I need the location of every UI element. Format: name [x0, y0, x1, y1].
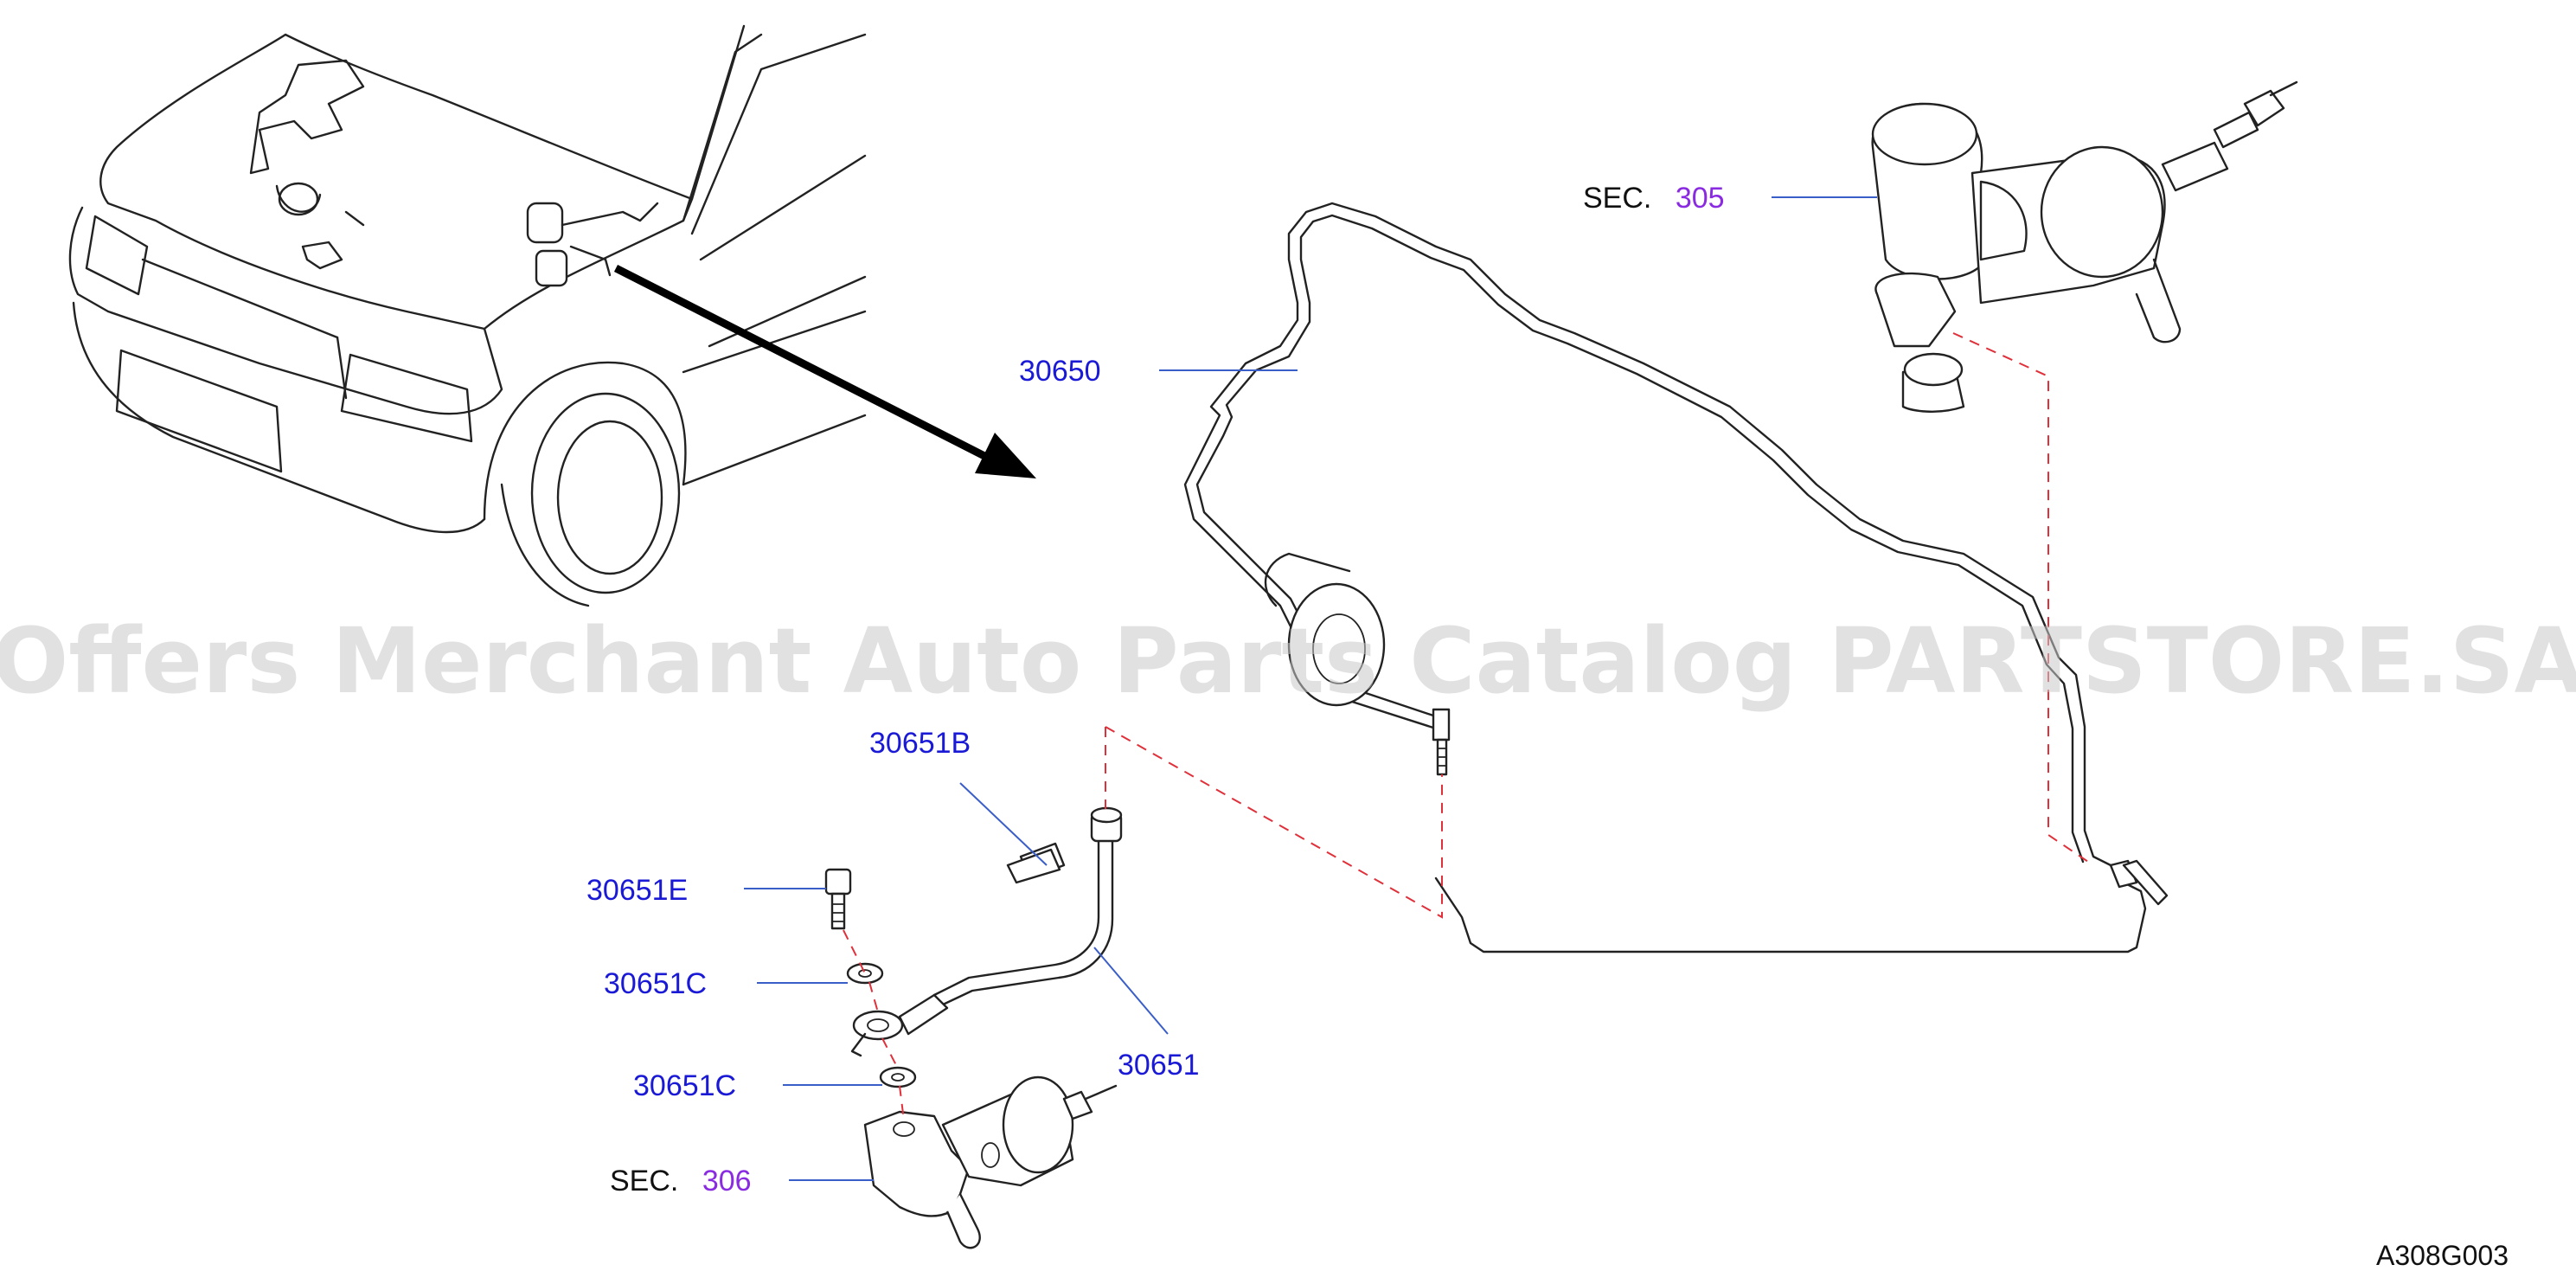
- clutch-master-cylinder: [1871, 80, 2298, 413]
- watermark-text: Offers Merchant Auto Parts Catalog PARTS…: [0, 608, 2576, 714]
- section-prefix: SEC.: [610, 1165, 678, 1197]
- callout-30651B[interactable]: 30651B: [869, 727, 971, 760]
- clutch-tube-30650: [1183, 202, 2169, 953]
- section-ref-305[interactable]: SEC. 305: [1583, 182, 1725, 215]
- section-ref-306[interactable]: SEC. 306: [610, 1165, 752, 1197]
- callout-30651[interactable]: 30651: [1118, 1049, 1200, 1082]
- callout-30651C-upper[interactable]: 30651C: [604, 967, 707, 1000]
- section-number-306[interactable]: 306: [702, 1165, 752, 1197]
- leader-lines: [744, 196, 1877, 1181]
- vehicle-overview-illustration: [68, 24, 1036, 607]
- diagram-reference-code: A308G003: [2376, 1240, 2509, 1271]
- assembly-guide-lines: [843, 332, 2094, 1121]
- section-number-305[interactable]: 305: [1676, 182, 1725, 215]
- callout-30651E[interactable]: 30651E: [586, 874, 688, 907]
- clutch-hose-assembly: [824, 806, 1123, 1088]
- callout-30650[interactable]: 30650: [1019, 355, 1101, 388]
- section-prefix: SEC.: [1583, 182, 1651, 215]
- callout-30651C-lower[interactable]: 30651C: [633, 1069, 736, 1102]
- clutch-operating-cylinder: [863, 1075, 1118, 1249]
